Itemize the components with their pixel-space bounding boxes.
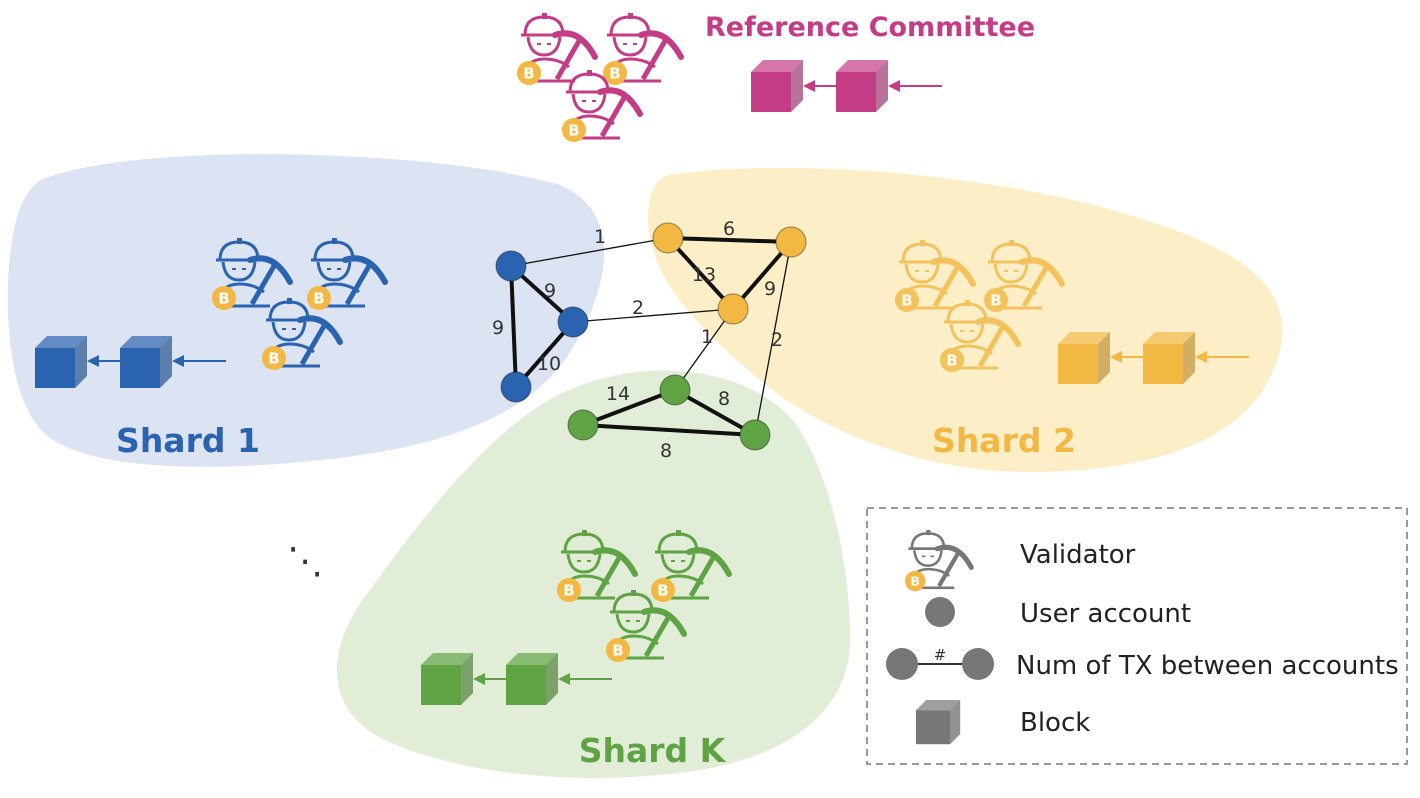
tx-edge-b1-b3 [509, 265, 518, 388]
tx-count-label-y3-g1: 1 [701, 326, 713, 348]
shard-1-label: Shard 1 [116, 421, 260, 460]
account-icon [925, 597, 955, 627]
block-icon [35, 336, 87, 388]
block-icon [751, 60, 803, 112]
reference-committee-chain [751, 60, 942, 112]
tx-edge-y1-y2 [667, 236, 792, 244]
block-icon [1143, 332, 1195, 384]
tx-count-label-b1-b2: 9 [544, 280, 556, 302]
account-node-shard-2-y2 [775, 226, 807, 258]
account-node-shard-2-y1 [652, 222, 684, 254]
shard-k-label: Shard K [579, 731, 727, 770]
reference-committee-validators [517, 13, 681, 142]
tx-count-label-y1-y3: 13 [692, 264, 716, 286]
tx-count-label-y2-y3: 9 [764, 278, 776, 300]
shard-k-chain [421, 653, 612, 705]
block-icon [1058, 332, 1110, 384]
legend-tx-label: Num of TX between accounts [1016, 651, 1399, 681]
tx-edge-g1-g2 [582, 388, 676, 427]
account-node-shard-2-y3 [717, 293, 749, 325]
shard-1-chain [35, 336, 226, 388]
tx-edge-g1-g3 [674, 388, 756, 437]
tx-edge-b1-y1 [510, 237, 669, 267]
tx-edge-y1-y3 [666, 236, 735, 311]
tx-count-label-g2-g3: 8 [660, 440, 672, 462]
block-icon [421, 653, 473, 705]
tx-count-label-b2-b3: 10 [537, 353, 561, 375]
legend: Validator User account # Num of TX betwe… [866, 507, 1408, 765]
validator-icon [603, 13, 681, 85]
account-node-shard-1-b2 [557, 306, 589, 338]
legend-user-account-label: User account [1020, 599, 1191, 629]
account-node-shard-k-g1 [659, 374, 691, 406]
tx-count-label-y2-g3: 2 [771, 329, 783, 351]
block-icon [120, 336, 172, 388]
tx-count-label-g1-g2: 14 [606, 383, 630, 405]
legend-validator-label: Validator [1020, 540, 1136, 570]
legend-block-label: Block [1020, 708, 1090, 738]
reference-committee-label: Reference Committee [705, 12, 1035, 43]
tx-count-label-b2-y3: 2 [632, 297, 644, 319]
shard-2-chain [1058, 332, 1249, 384]
tx-edge-y3-g1 [674, 308, 734, 391]
more-shards-ellipsis: ⋱ [287, 541, 323, 582]
block-icon [836, 60, 888, 112]
tx-count-label-y1-y2: 6 [723, 218, 735, 240]
transaction-edge-labels: 1 9 9 10 2 6 13 9 1 2 14 8 8 [492, 218, 783, 462]
tx-edge-icon: # [886, 646, 994, 680]
shard-2-region [648, 167, 1283, 473]
tx-edge-y2-g3 [754, 241, 792, 436]
tx-count-label-b1-b3: 9 [492, 317, 504, 339]
block-icon [506, 653, 558, 705]
block-icon [916, 700, 961, 745]
tx-edge-g2-g3 [582, 423, 756, 437]
account-node-shard-1-b3 [500, 371, 532, 403]
account-nodes [495, 222, 807, 451]
tx-edge-b2-y3 [572, 308, 734, 323]
tx-count-label-g1-g3: 8 [718, 388, 730, 410]
account-node-shard-k-g3 [739, 419, 771, 451]
shard-2-label: Shard 2 [932, 421, 1076, 460]
tx-count-label-b1-y1: 1 [594, 226, 606, 248]
account-node-shard-1-b1 [495, 250, 527, 282]
legend-edge-symbol: # [934, 646, 947, 664]
account-node-shard-k-g2 [567, 409, 599, 441]
